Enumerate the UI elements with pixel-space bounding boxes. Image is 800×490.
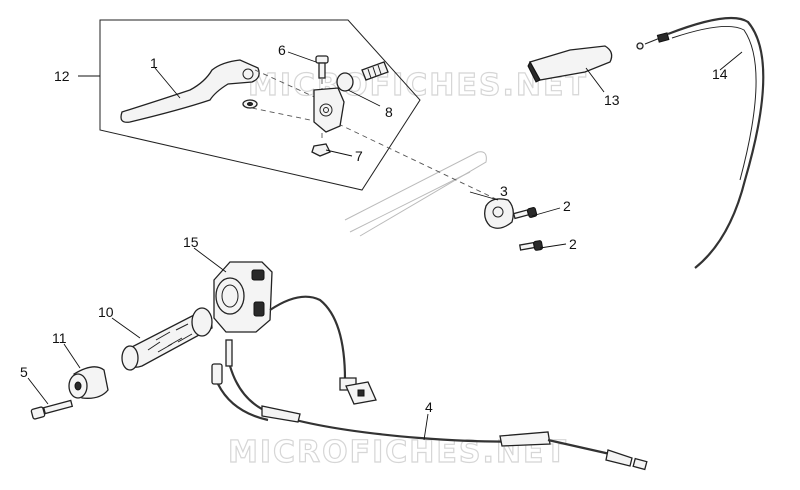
- callout-14: 14: [712, 66, 728, 82]
- switch-connector: [339, 377, 377, 405]
- lever-washer: [242, 99, 258, 109]
- throttle-grip: [121, 307, 213, 371]
- assembly-line-1: [254, 69, 331, 105]
- clamp-screw-bottom: [518, 240, 543, 251]
- switch-housing: [213, 261, 347, 381]
- callout-6: 6: [278, 42, 286, 58]
- callout-labels: 12 1 6 8 7 3 2 2 13 14 15 10 11 5 4: [20, 42, 728, 415]
- cable-boot: [527, 45, 613, 83]
- lever-adjuster: [336, 61, 389, 92]
- throttle-cable: [211, 339, 648, 471]
- bar-end-screw: [30, 399, 74, 420]
- callout-5: 5: [20, 364, 28, 380]
- clutch-cable: [636, 16, 765, 269]
- leader-lines: [27, 51, 743, 441]
- lever-clamp: [484, 198, 514, 229]
- callout-4: 4: [425, 399, 433, 415]
- watermark-top: MICROFICHES.NET: [248, 68, 588, 103]
- callout-13: 13: [604, 92, 620, 108]
- pivot-bolt: [315, 55, 329, 79]
- callout-12: 12: [54, 68, 70, 84]
- lever-assembly-frame: [99, 19, 421, 191]
- callout-11: 11: [52, 330, 67, 346]
- pivot-nut: [311, 143, 331, 157]
- assembly-line-2: [251, 107, 321, 123]
- callout-7: 7: [355, 148, 363, 164]
- callout-3: 3: [500, 183, 508, 199]
- assembly-line-3: [329, 119, 499, 201]
- callout-15: 15: [183, 234, 199, 250]
- callout-8: 8: [385, 104, 393, 120]
- bar-end-weight: [68, 366, 109, 399]
- lever-bracket: [313, 87, 345, 133]
- clamp-screw-top: [512, 207, 538, 220]
- clutch-lever: [120, 59, 260, 123]
- callout-2-bottom: 2: [569, 236, 577, 252]
- callout-1: 1: [150, 55, 158, 71]
- handlebar-outline: [344, 151, 487, 237]
- callout-10: 10: [98, 304, 114, 320]
- callout-2-top: 2: [563, 198, 571, 214]
